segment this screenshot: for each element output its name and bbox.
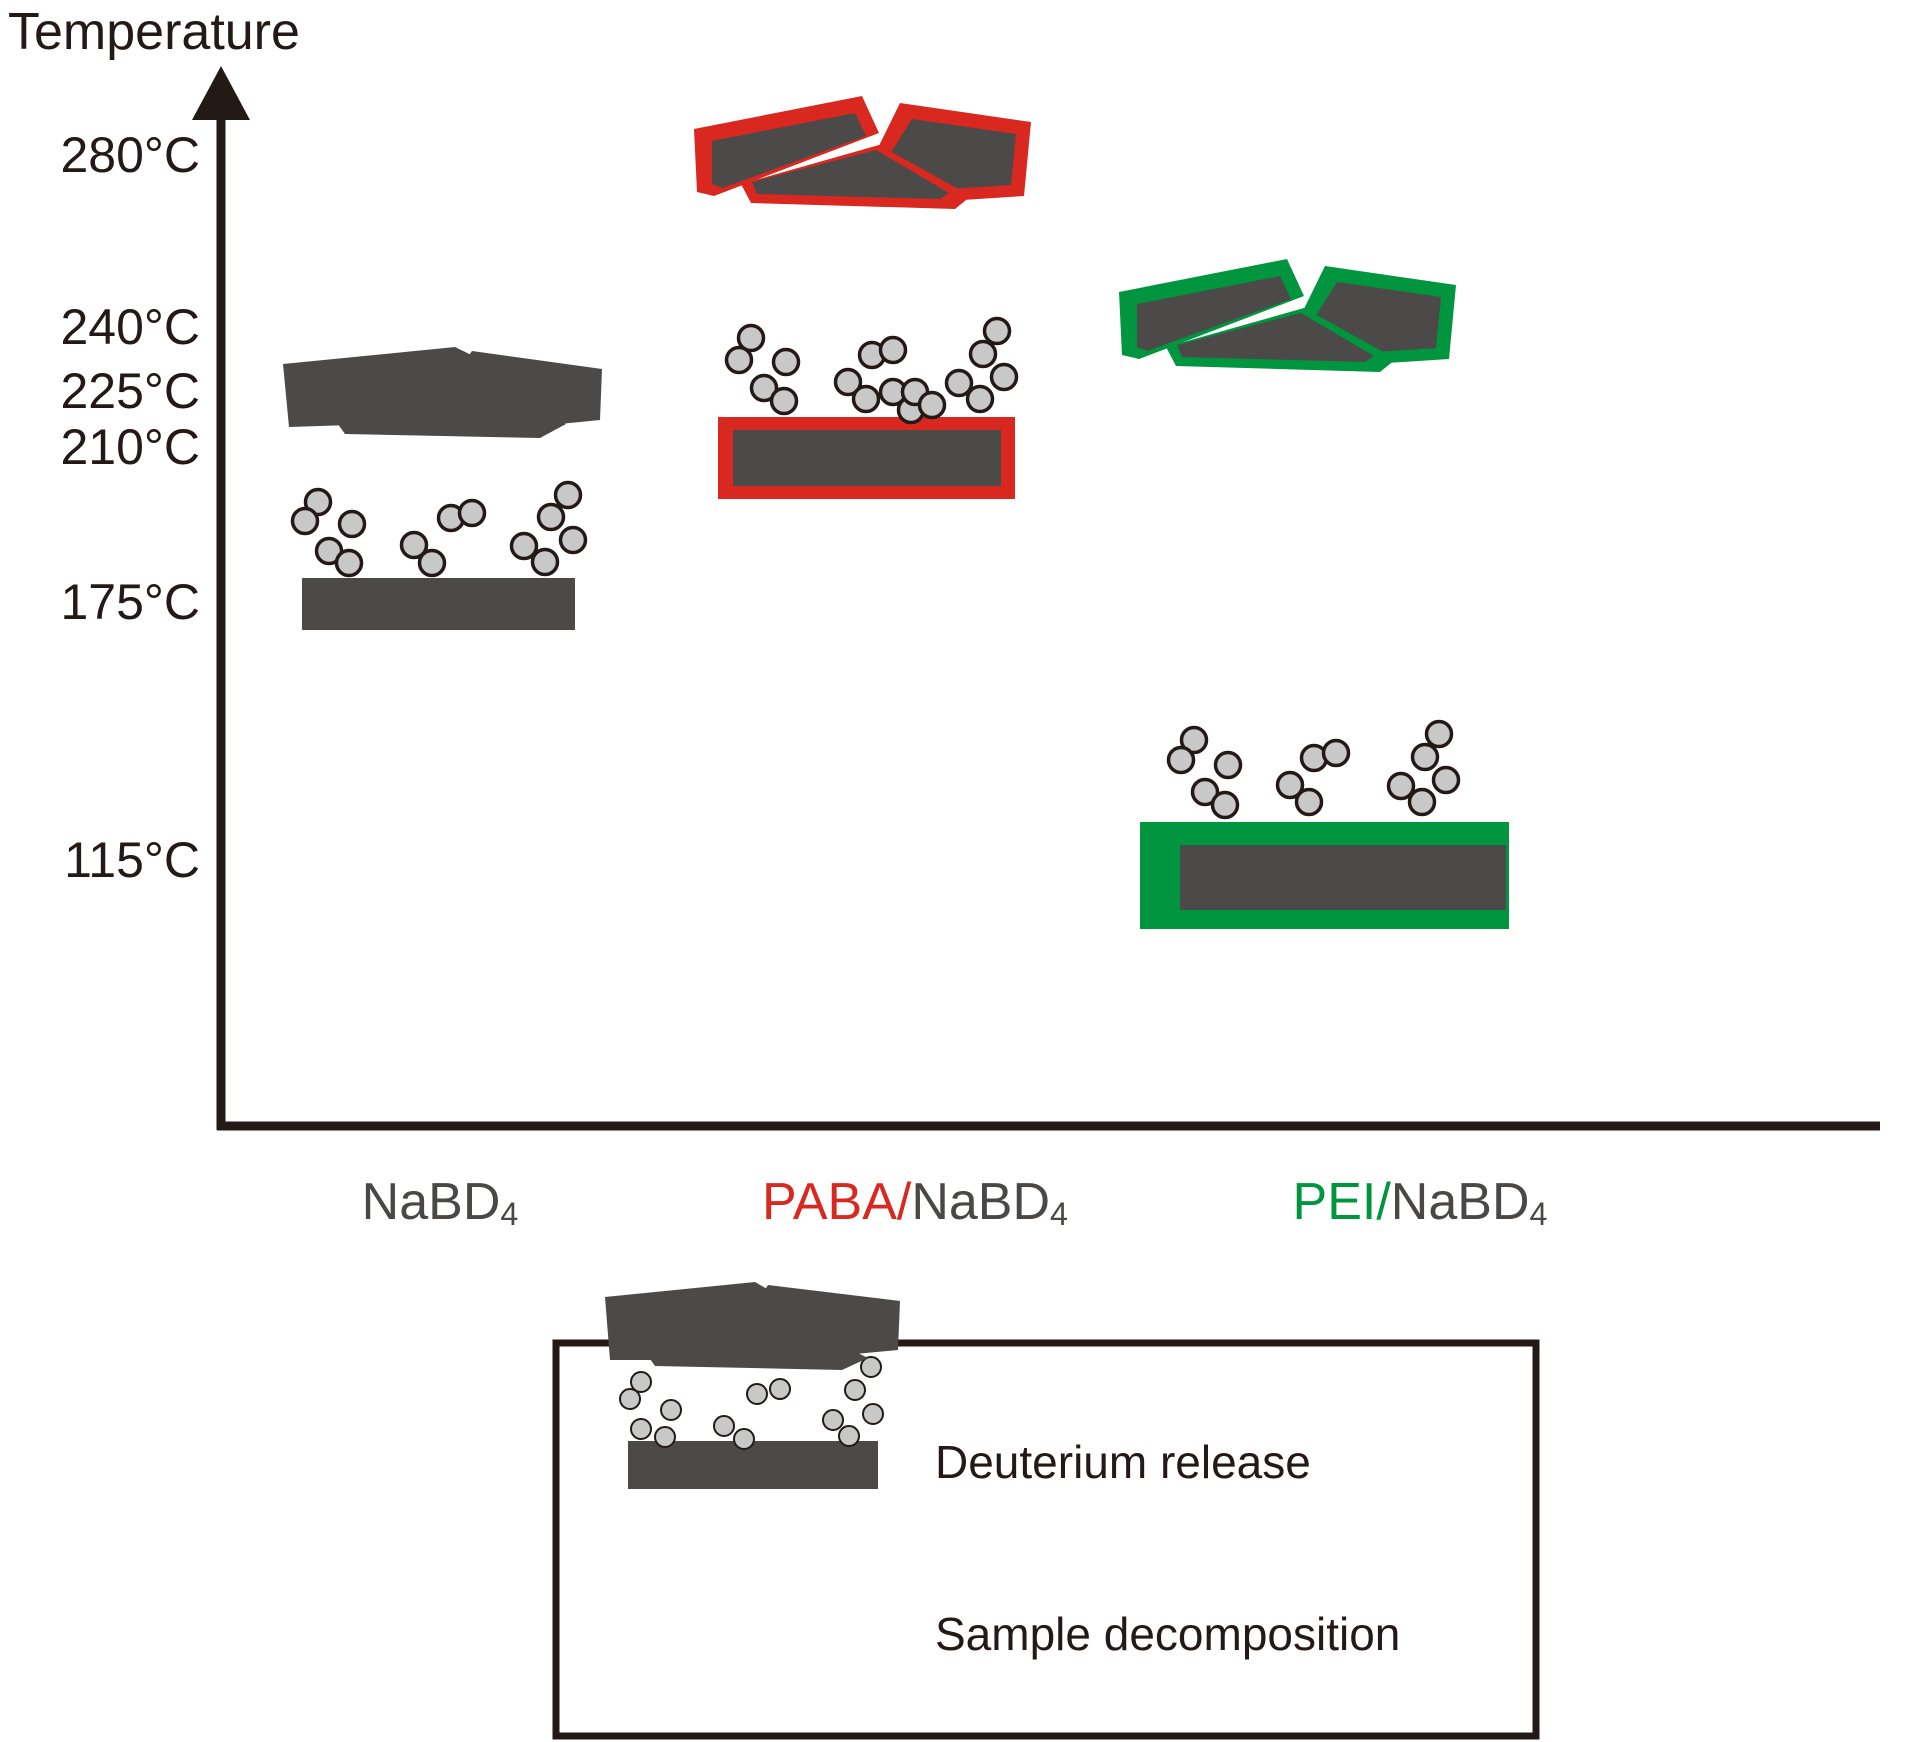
column-nabd4 xyxy=(283,347,602,630)
x-label-nabd4-base: NaBD xyxy=(361,1173,501,1231)
y-tick-240: 240°C xyxy=(60,299,200,355)
x-label-nabd4-sub: 4 xyxy=(500,1195,519,1232)
sample-decomposition-icon xyxy=(605,1282,900,1370)
deuterium-release-nabd4 xyxy=(290,480,588,630)
column-pei-nabd4 xyxy=(1119,259,1456,372)
x-label-paba-nabd4: PABA/NaBD4 xyxy=(700,1172,1130,1233)
deuterium-release-pei-bar xyxy=(1140,719,1509,929)
legend-label-deuterium-release: Deuterium release xyxy=(935,1436,1311,1488)
y-axis-title: Temperature xyxy=(8,3,300,61)
axis-lines xyxy=(192,66,1880,1131)
y-tick-280: 280°C xyxy=(60,127,200,183)
column-paba-nabd4 xyxy=(694,96,1031,499)
deuterium-release-icon xyxy=(619,1356,884,1489)
x-label-pei-base: NaBD xyxy=(1390,1173,1530,1231)
sample-decomposition-paba xyxy=(694,96,1031,209)
x-label-pei-sub: 4 xyxy=(1529,1195,1548,1232)
x-label-pei-nabd4: PEI/NaBD4 xyxy=(1220,1172,1620,1233)
sample-decomposition-nabd4 xyxy=(283,347,602,438)
x-label-pei-prefix: PEI/ xyxy=(1292,1173,1391,1231)
sample-decomposition-pei xyxy=(1119,259,1456,372)
x-label-paba-prefix: PABA/ xyxy=(762,1173,912,1231)
y-tick-115: 115°C xyxy=(64,832,200,888)
x-label-paba-base: NaBD xyxy=(911,1173,1051,1231)
x-label-paba-sub: 4 xyxy=(1050,1195,1068,1232)
legend-label-sample-decomposition: Sample decomposition xyxy=(935,1608,1401,1660)
legend-box xyxy=(552,1282,1540,1740)
deuterium-release-paba xyxy=(718,316,1019,499)
y-tick-225: 225°C xyxy=(60,363,200,419)
y-tick-175: 175°C xyxy=(60,574,200,630)
y-tick-210: 210°C xyxy=(60,419,200,475)
x-label-nabd4: NaBD4 xyxy=(290,1172,590,1233)
